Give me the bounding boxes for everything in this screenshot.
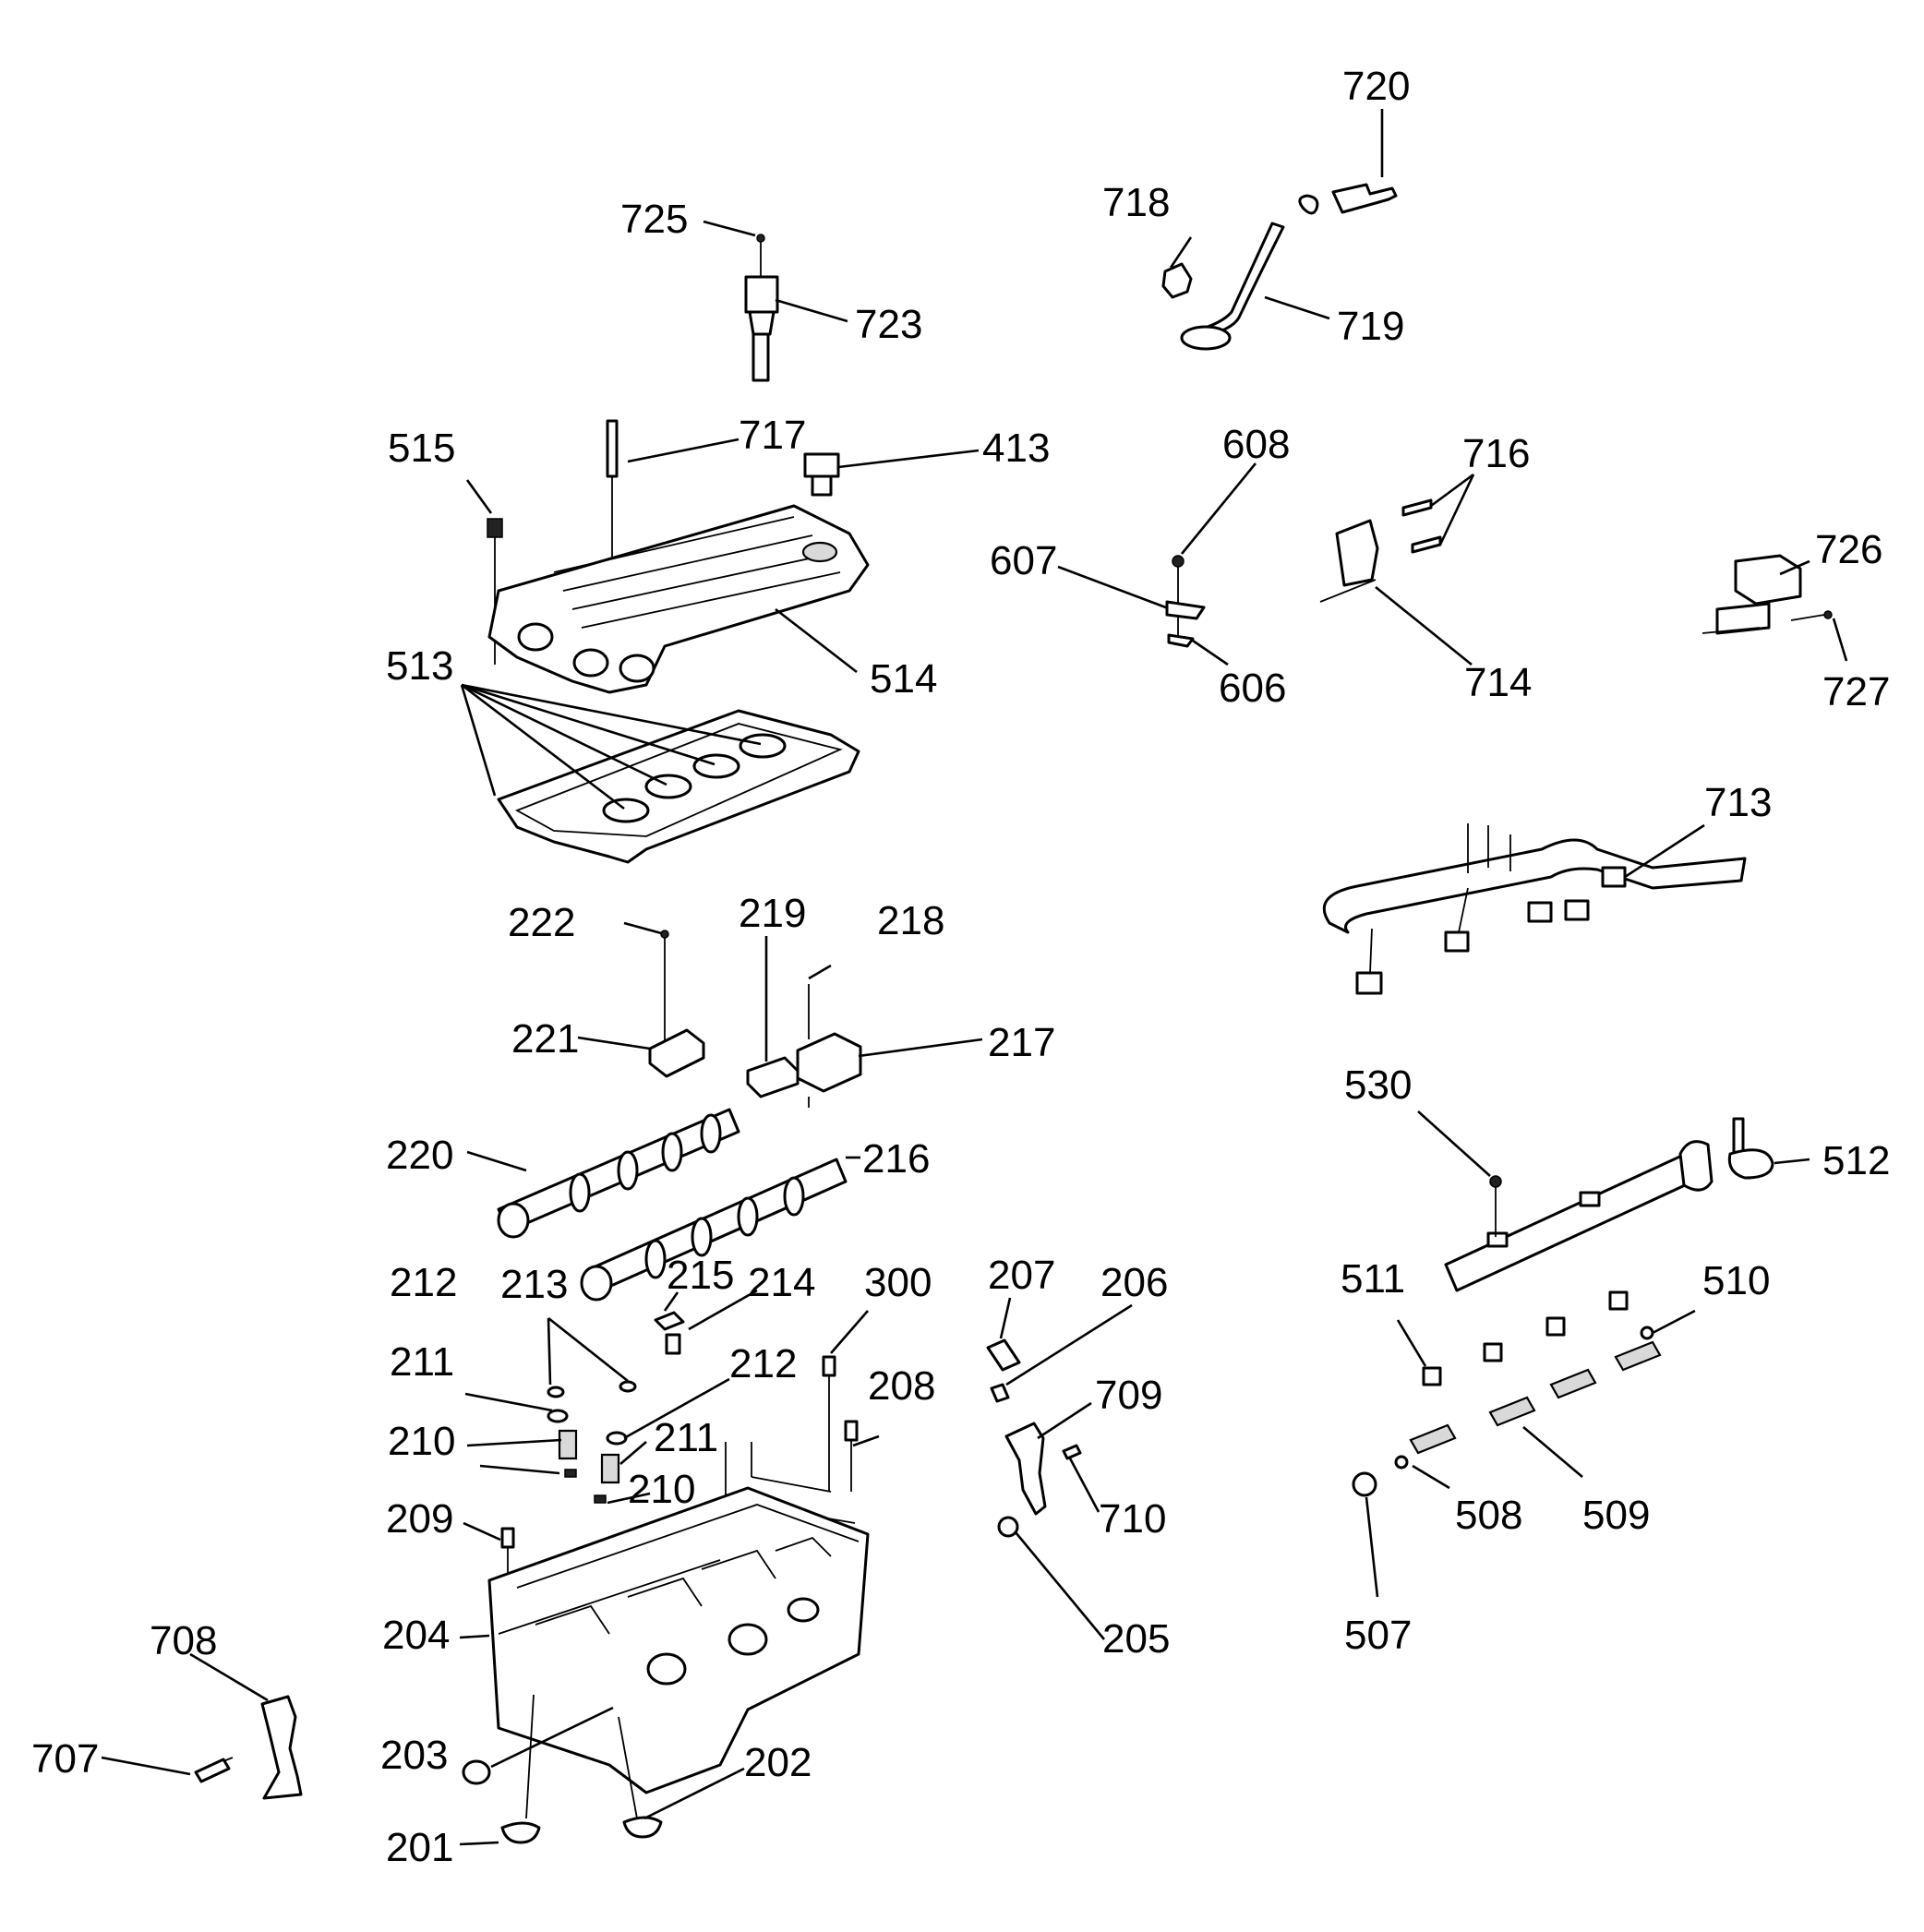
callout-203: 203 (380, 1733, 448, 1778)
callout-218: 218 (877, 898, 944, 943)
callout-725: 725 (620, 197, 688, 242)
sensor-726-727 (1702, 554, 1848, 662)
callout-511: 511 (1341, 1256, 1405, 1302)
heat-shield-714-716 (1319, 473, 1475, 666)
callout-211-right: 211 (654, 1415, 718, 1460)
callout-217: 217 (988, 1020, 1055, 1065)
callout-222: 222 (508, 900, 575, 945)
cylinder-head-204 (459, 1442, 870, 1794)
ignition-coil-group (703, 220, 848, 382)
callout-515: 515 (388, 426, 455, 471)
camshaft-cover-group (465, 419, 980, 694)
callout-726: 726 (1815, 527, 1882, 572)
callout-707: 707 (31, 1736, 99, 1782)
bracket-707-708 (101, 1652, 303, 1800)
callout-206: 206 (1100, 1260, 1168, 1305)
callout-727: 727 (1822, 669, 1890, 714)
callout-718: 718 (1102, 180, 1170, 225)
callout-413: 413 (982, 426, 1050, 471)
callout-713: 713 (1704, 780, 1772, 825)
callout-215: 215 (667, 1253, 734, 1298)
callout-201: 201 (386, 1825, 453, 1870)
valvetrain-group (463, 1289, 880, 1588)
callout-205: 205 (1102, 1616, 1170, 1662)
callout-514: 514 (870, 656, 937, 702)
callout-714: 714 (1464, 660, 1532, 705)
callout-300: 300 (864, 1260, 932, 1305)
callout-509: 509 (1582, 1493, 1650, 1538)
callout-607: 607 (990, 538, 1057, 583)
callout-208: 208 (868, 1363, 935, 1409)
head-accessories-205-710 (986, 1297, 1133, 1640)
callout-202: 202 (744, 1740, 812, 1785)
callout-710: 710 (1099, 1496, 1166, 1542)
callout-513: 513 (386, 643, 453, 689)
callout-717: 717 (739, 413, 806, 458)
callout-212-upper: 212 (390, 1260, 457, 1305)
wiring-harness-713 (1322, 823, 1747, 995)
callout-219: 219 (739, 891, 806, 936)
callout-216: 216 (862, 1136, 930, 1182)
bracket-606-607-608 (1057, 462, 1257, 666)
callout-708: 708 (150, 1618, 217, 1663)
callout-209: 209 (386, 1496, 453, 1542)
callout-210-right: 210 (628, 1467, 695, 1512)
callout-213: 213 (500, 1262, 568, 1307)
callout-719: 719 (1337, 304, 1404, 349)
callout-207: 207 (988, 1253, 1055, 1298)
callout-510: 510 (1702, 1258, 1770, 1303)
callout-508: 508 (1455, 1493, 1522, 1538)
callout-214: 214 (748, 1260, 815, 1305)
callout-716: 716 (1462, 431, 1530, 476)
callout-204: 204 (382, 1613, 450, 1658)
callout-221: 221 (511, 1016, 579, 1062)
ground-strap-group (1161, 109, 1398, 351)
callout-720: 720 (1342, 64, 1410, 109)
callout-723: 723 (855, 302, 922, 347)
callout-212-right: 212 (729, 1341, 797, 1386)
callout-512: 512 (1822, 1138, 1890, 1183)
fuel-rail-512-530 (1417, 1110, 1810, 1292)
camshaft-caps-group (577, 921, 983, 1108)
cover-gasket-group (460, 683, 860, 864)
valves-201-203 (459, 1694, 745, 1846)
callout-210-left: 210 (388, 1419, 455, 1464)
callout-530: 530 (1344, 1062, 1412, 1108)
callout-labels: 720 718 725 723 719 515 717 413 608 716 … (31, 64, 1890, 1870)
camshafts-group (466, 1108, 860, 1302)
callout-608: 608 (1222, 422, 1290, 467)
callout-709: 709 (1095, 1373, 1162, 1418)
callout-606: 606 (1219, 666, 1286, 711)
callout-220: 220 (386, 1133, 453, 1178)
callout-507: 507 (1344, 1613, 1412, 1658)
callout-211-left: 211 (390, 1339, 454, 1385)
fuel-injectors-group (1352, 1290, 1696, 1598)
